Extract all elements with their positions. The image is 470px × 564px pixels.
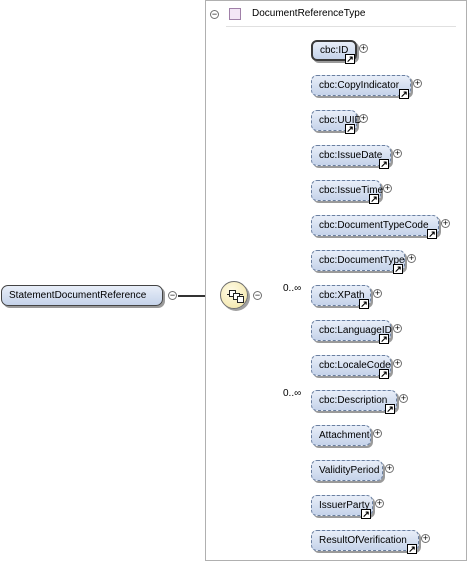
- child-element[interactable]: cbc:CopyIndicator: [311, 75, 411, 96]
- collapse-sequence-button[interactable]: −: [253, 289, 262, 300]
- expand-child-button[interactable]: +: [441, 217, 450, 228]
- expand-child-button[interactable]: +: [385, 462, 394, 473]
- reference-link-icon[interactable]: ↗: [399, 89, 409, 99]
- child-element-label: ResultOfVerification: [319, 535, 407, 546]
- child-element[interactable]: cbc:LocaleCode: [311, 355, 391, 376]
- child-element-label: cbc:XPath: [319, 290, 365, 301]
- reference-link-icon[interactable]: ↗: [361, 509, 371, 519]
- child-element[interactable]: ResultOfVerification: [311, 530, 419, 551]
- collapse-root-button[interactable]: −: [168, 289, 177, 300]
- child-element-label: cbc:DocumentTypeCode: [319, 220, 429, 231]
- reference-link-icon[interactable]: ↗: [427, 229, 437, 239]
- expand-child-button[interactable]: +: [375, 497, 384, 508]
- child-element-label: cbc:DocumentType: [319, 255, 405, 266]
- expand-child-button[interactable]: +: [393, 357, 402, 368]
- cardinality-label: 0..∞: [283, 388, 302, 399]
- child-element[interactable]: cbc:DocumentType: [311, 250, 405, 271]
- child-element-label: cbc:CopyIndicator: [319, 80, 400, 91]
- expand-child-button[interactable]: +: [383, 182, 392, 193]
- child-element[interactable]: ValidityPeriod: [311, 460, 383, 481]
- reference-link-icon[interactable]: ↗: [379, 369, 389, 379]
- sequence-compositor[interactable]: [220, 281, 248, 309]
- expand-child-button[interactable]: +: [399, 392, 408, 403]
- child-element-label: Attachment: [319, 430, 370, 441]
- child-element[interactable]: cbc:DocumentTypeCode: [311, 215, 439, 236]
- expand-child-button[interactable]: +: [373, 427, 382, 438]
- reference-link-icon[interactable]: ↗: [379, 334, 389, 344]
- expand-child-button[interactable]: +: [373, 287, 382, 298]
- child-element[interactable]: cbc:IssueDate: [311, 145, 391, 166]
- child-element-label: IssuerParty: [319, 500, 370, 511]
- reference-link-icon[interactable]: ↗: [345, 54, 355, 64]
- child-element-label: cbc:IssueDate: [319, 150, 383, 161]
- child-element[interactable]: IssuerParty: [311, 495, 373, 516]
- child-element-label: ValidityPeriod: [319, 465, 380, 476]
- reference-link-icon[interactable]: ↗: [407, 544, 417, 554]
- root-element[interactable]: StatementDocumentReference: [1, 285, 163, 306]
- reference-link-icon[interactable]: ↗: [345, 124, 355, 134]
- reference-link-icon[interactable]: ↗: [359, 299, 369, 309]
- expand-child-button[interactable]: +: [413, 77, 422, 88]
- child-element[interactable]: cbc:IssueTime: [311, 180, 384, 201]
- expand-child-button[interactable]: +: [421, 532, 430, 543]
- type-header-divider: [226, 26, 456, 27]
- child-element-label: cbc:IssueTime: [319, 185, 384, 196]
- sequence-icon-box-3: [237, 296, 244, 303]
- collapse-type-button[interactable]: −: [210, 8, 219, 19]
- child-element-label: cbc:UUID: [319, 115, 362, 126]
- child-element-label: cbc:Description: [319, 395, 388, 406]
- reference-link-icon[interactable]: ↗: [379, 159, 389, 169]
- child-element[interactable]: cbc:XPath: [311, 285, 371, 306]
- expand-child-button[interactable]: +: [393, 322, 402, 333]
- expand-child-button[interactable]: +: [407, 252, 416, 263]
- type-label: DocumentReferenceType: [252, 8, 366, 19]
- child-element-label: cbc:ID: [320, 45, 349, 56]
- cardinality-label: 0..∞: [283, 283, 302, 294]
- expand-child-button[interactable]: +: [359, 112, 368, 123]
- child-element-label: cbc:LanguageID: [319, 325, 392, 336]
- reference-link-icon[interactable]: ↗: [385, 404, 395, 414]
- child-element-label: cbc:LocaleCode: [319, 360, 391, 371]
- expand-child-button[interactable]: +: [393, 147, 402, 158]
- child-element[interactable]: cbc:Description: [311, 390, 397, 411]
- root-element-label: StatementDocumentReference: [9, 290, 147, 301]
- child-element[interactable]: Attachment: [311, 425, 371, 446]
- reference-link-icon[interactable]: ↗: [393, 264, 403, 274]
- reference-link-icon[interactable]: ↗: [369, 194, 379, 204]
- child-element[interactable]: cbc:LanguageID: [311, 320, 392, 341]
- expand-child-button[interactable]: +: [359, 42, 368, 53]
- complex-type-icon: [229, 8, 241, 20]
